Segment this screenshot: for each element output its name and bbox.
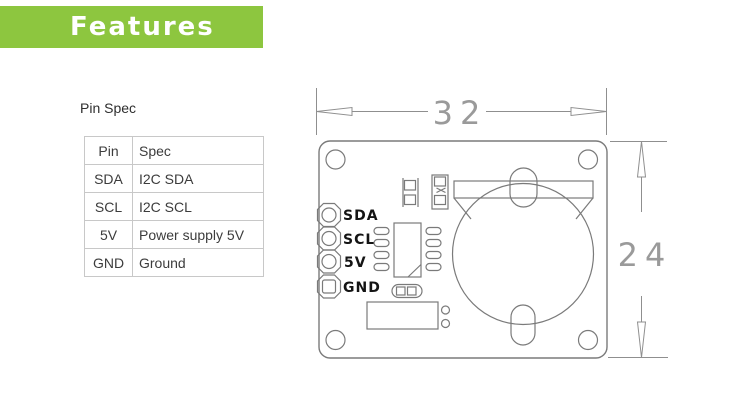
table-row: GND Ground	[84, 248, 264, 277]
via-top	[440, 305, 451, 315]
table-header-row: Pin Spec	[84, 136, 264, 165]
dimension-height-value: 24	[618, 236, 673, 274]
dimension-width-value: 32	[433, 94, 488, 132]
pin-spec-title: Pin Spec	[80, 100, 137, 116]
smd-component-bottom	[391, 283, 423, 299]
pin-cell: GND	[84, 248, 133, 277]
pcb-outline	[318, 140, 608, 359]
sensor-tab-top	[509, 167, 538, 208]
pin-cell: 5V	[84, 220, 133, 249]
spec-cell: I2C SDA	[132, 164, 264, 193]
pin-spec-table: Pin Spec SDA I2C SDA SCL I2C SCL 5V Powe…	[84, 136, 264, 277]
sensor-tab-bottom	[510, 304, 536, 346]
spec-cell: Power supply 5V	[132, 220, 264, 249]
pcb-dimension-drawing: SDA SCL 5V GND	[316, 88, 673, 359]
pin-cell: SCL	[84, 192, 133, 221]
mounting-hole-bottom-right	[577, 329, 599, 351]
features-banner-label: Features	[70, 12, 215, 42]
pin-column-header: Pin	[84, 136, 133, 165]
spec-cell: I2C SCL	[132, 192, 264, 221]
spec-cell: Ground	[132, 248, 264, 277]
dimension-height: 24	[608, 141, 673, 358]
sensor-bracket	[453, 180, 594, 220]
mounting-hole-top-right	[577, 149, 599, 170]
spec-column-header: Spec	[132, 136, 264, 165]
pin-pad-sda	[316, 202, 342, 228]
pin-label-5v: 5V	[344, 255, 367, 271]
smd-component-left	[402, 178, 419, 207]
component-outline-bottom	[366, 301, 439, 330]
pin-pad-scl	[316, 226, 342, 251]
smd-component-right	[431, 174, 449, 210]
via-bottom	[440, 318, 451, 329]
sensor-circle	[451, 182, 595, 326]
pin-label-gnd: GND	[343, 280, 381, 296]
pin-pad-gnd	[316, 274, 342, 299]
table-row: 5V Power supply 5V	[84, 220, 264, 249]
pin-cell: SDA	[84, 164, 133, 193]
table-row: SCL I2C SCL	[84, 192, 264, 221]
mounting-hole-top-left	[325, 149, 346, 170]
mounting-hole-bottom-left	[325, 329, 346, 351]
ic-chip	[373, 222, 442, 278]
pin-label-sda: SDA	[343, 208, 379, 224]
pin-label-scl: SCL	[343, 232, 375, 248]
pin-pad-5v	[316, 249, 342, 274]
features-banner: Features	[0, 6, 263, 48]
dimension-width: 32	[316, 88, 607, 135]
table-row: SDA I2C SDA	[84, 164, 264, 193]
